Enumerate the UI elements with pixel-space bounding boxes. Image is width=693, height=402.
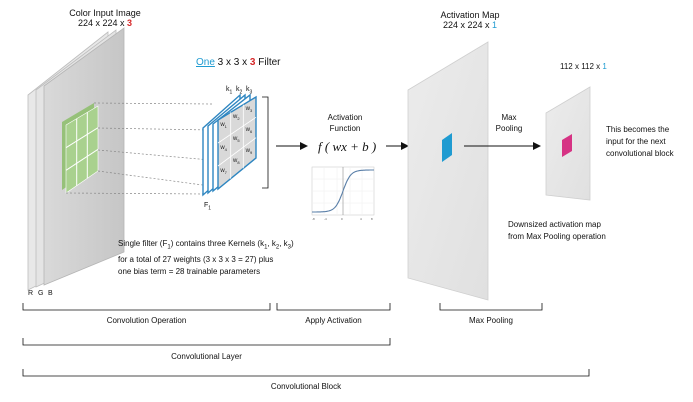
filter-weight: w3: [245, 106, 253, 114]
downsized-note: Downsized activation map from Max Poolin…: [508, 220, 606, 241]
filter-name: F1: [204, 202, 212, 212]
bracket-apply-activation: [276, 303, 391, 311]
filter-weight: w7: [220, 167, 227, 175]
channel-label-b: B: [48, 290, 53, 297]
kernel-label-k1: k1: [226, 86, 232, 95]
label-convolution-operation: Convolution Operation: [106, 316, 187, 325]
activation-formula: f ( wx + b ): [318, 139, 377, 154]
kernel-label: k2: [236, 86, 243, 96]
filter-weight: w5: [233, 136, 240, 144]
activation-map-dims: 224 x 224 x 1: [442, 20, 498, 30]
label-apply-activation: Apply Activation: [305, 316, 362, 325]
kernel-label-k3: k3: [246, 86, 252, 95]
filter-weight: w8: [233, 157, 240, 165]
input-receptive-field: [62, 103, 99, 194]
kernel-label: k1: [226, 86, 233, 96]
kernel-label-k2: k2: [236, 86, 242, 95]
pooled-cell: [562, 134, 572, 157]
filter-count-word: One: [196, 57, 215, 68]
kernel-label: k3: [246, 86, 253, 96]
bracket-convolutional-layer: [22, 338, 391, 346]
input-title: Color Input Image 224 x 224 x 3: [45, 8, 165, 28]
filter-bracket: [262, 96, 269, 189]
svg-text:4: 4: [360, 217, 362, 221]
filter-weight: w2: [233, 114, 240, 122]
next-block-note: This becomes the input for the next conv…: [606, 125, 674, 158]
filter-weight: w6: [245, 127, 253, 135]
svg-text:-4: -4: [324, 217, 327, 221]
activation-map-depth: 1: [492, 20, 498, 30]
channel-label-r: R: [28, 290, 34, 297]
filter-depth: 3: [249, 57, 256, 68]
svg-text:-8: -8: [312, 217, 315, 221]
label-max-pooling: Max Pooling: [468, 316, 514, 325]
bracket-lines: [22, 303, 590, 377]
svg-text:8: 8: [371, 217, 373, 221]
max-pooling-label: Max Pooling: [495, 113, 523, 133]
bracket-max-pooling: [439, 303, 543, 311]
activation-function-title: Activation Function: [327, 113, 363, 133]
input-dims: 224 x 224 x 3: [77, 18, 133, 28]
input-image-stack: [27, 27, 125, 291]
channel-label-g: G: [38, 290, 44, 297]
filter-weight: w1: [220, 122, 227, 130]
activation-map-sheet: [407, 41, 489, 301]
description-line-1: Single filter (F1) contains three Kernel…: [118, 239, 294, 251]
filter-weight: w9: [245, 147, 253, 155]
description-line-2: for a total of 27 weights (3 x 3 x 3 = 2…: [118, 255, 274, 265]
sigmoid-plot: -8 -4 0 4 8: [311, 166, 375, 221]
description-line-3: one bias term = 28 trainable parameters: [118, 266, 261, 276]
label-convolutional-layer: Convolutional Layer: [171, 352, 242, 361]
pooled-map-dims: 112 x 112 x 1: [560, 62, 607, 71]
svg-text:0: 0: [341, 217, 343, 221]
filter-weight: w4: [220, 145, 227, 153]
filter-description: Single filter (F1) contains three Kernel…: [118, 238, 294, 277]
pooled-map-sheet: [545, 86, 591, 201]
bracket-convolutional-block: [22, 369, 590, 377]
filter-title: One 3 x 3 x 3 Filter: [196, 57, 281, 68]
activation-map-title: Activation Map 224 x 224 x 1: [415, 10, 525, 30]
label-convolutional-block: Convolutional Block: [270, 382, 342, 391]
projection-lines: [65, 102, 213, 195]
activation-cell: [442, 133, 452, 162]
pooled-map-depth: 1: [602, 62, 607, 71]
input-channels: 3: [127, 18, 133, 28]
filter-f1: [202, 93, 257, 197]
bracket-convolution-operation: [22, 303, 271, 311]
